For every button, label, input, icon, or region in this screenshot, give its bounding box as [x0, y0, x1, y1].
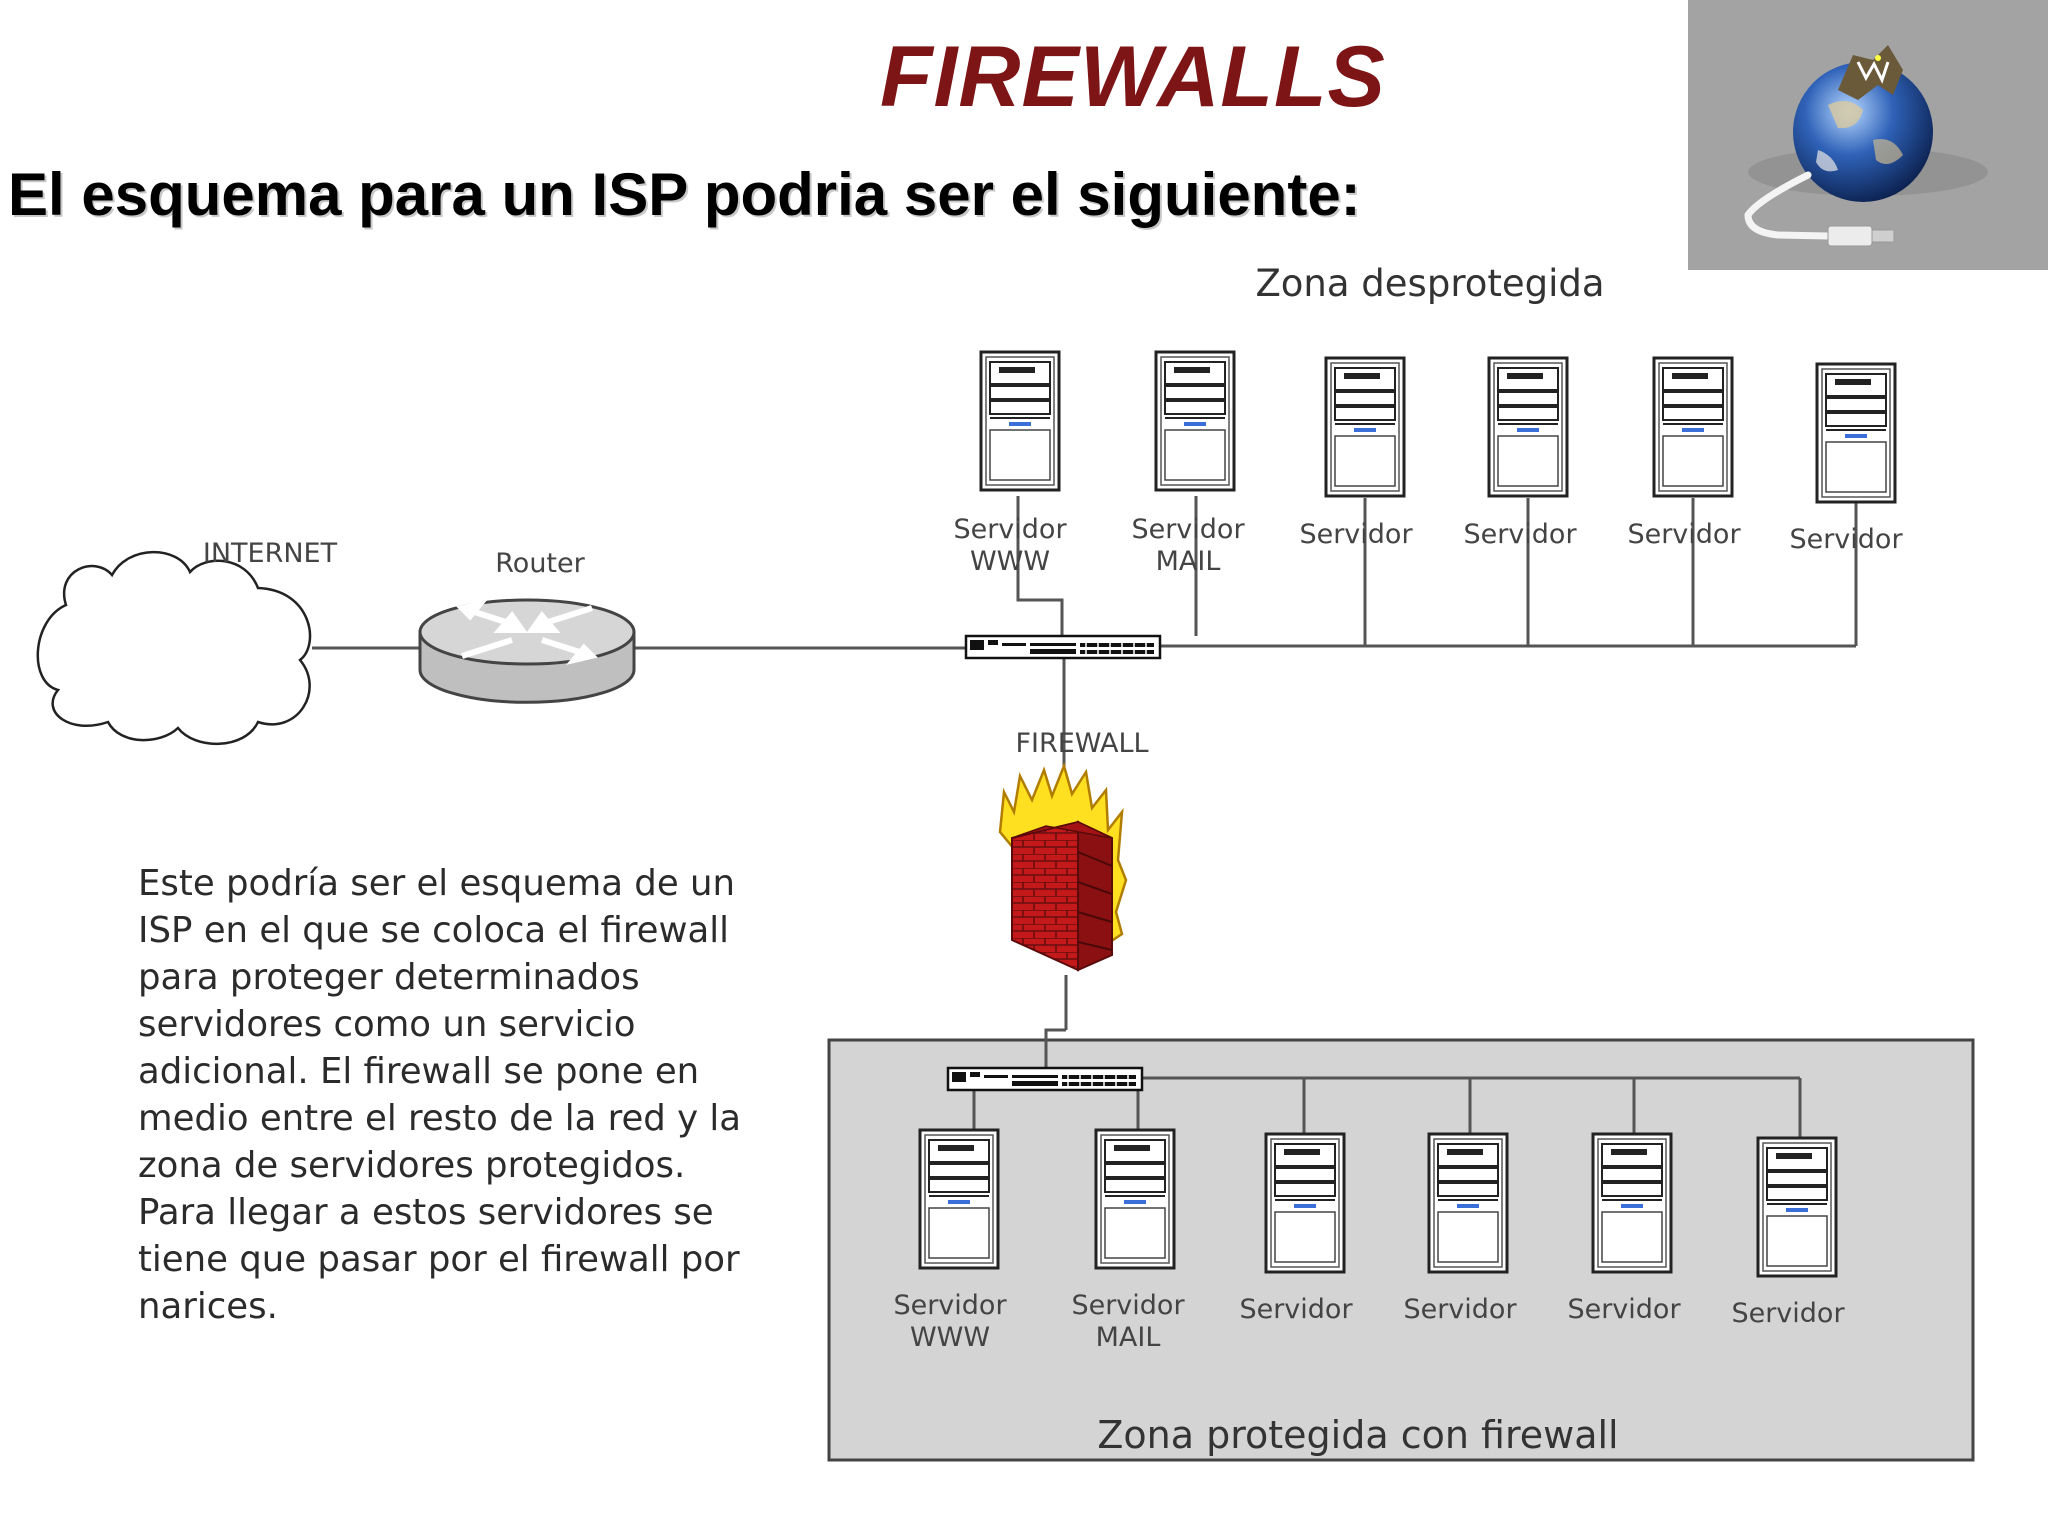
server-icon	[1264, 1132, 1346, 1274]
server-icon	[1487, 356, 1569, 498]
server-label: Servidor	[1463, 519, 1577, 550]
server-label: Servidor	[1403, 1294, 1517, 1325]
server-label: Servidor	[1567, 1294, 1681, 1325]
server-sublabel: MAIL	[1096, 1322, 1161, 1353]
unprotected-zone-label: Zona desprotegida	[1255, 262, 1604, 305]
slide-title: FIREWALLS	[880, 29, 1386, 125]
server-sublabel: MAIL	[1156, 546, 1221, 577]
server-sublabel: WWW	[970, 546, 1050, 577]
server-icon	[1154, 350, 1236, 492]
bottom-switch-icon	[946, 1066, 1144, 1092]
server-icon	[1652, 356, 1734, 498]
slide-subtitle: El esquema para un ISP podria ser el sig…	[8, 161, 1361, 228]
internet-cloud-icon	[36, 550, 312, 746]
server-icon	[1591, 1132, 1673, 1274]
server-label: Servidor	[1131, 514, 1245, 545]
server-label: Servidor	[1789, 524, 1903, 555]
firewall-label: FIREWALL	[1015, 728, 1148, 759]
server-label: Servidor	[1731, 1298, 1845, 1329]
server-label: Servidor	[1299, 519, 1413, 550]
server-icon	[1427, 1132, 1509, 1274]
router-label: Router	[495, 548, 585, 579]
server-label: Servidor	[1071, 1290, 1185, 1321]
server-sublabel: WWW	[910, 1322, 990, 1353]
server-icon	[1324, 356, 1406, 498]
server-icon	[1815, 362, 1897, 504]
server-label: Servidor	[1627, 519, 1741, 550]
router-icon	[418, 598, 636, 704]
server-icon	[1756, 1136, 1838, 1278]
internet-label: INTERNET	[203, 538, 338, 569]
logo	[1688, 0, 2048, 270]
unprotected-server-labels: Servidor WWW Servidor MAIL Servidor Serv…	[953, 514, 1903, 577]
server-label: Servidor	[953, 514, 1067, 545]
protected-zone-label: Zona protegida con firewall	[1097, 1413, 1618, 1457]
server-icon	[1094, 1128, 1176, 1270]
globe-with-dinosaur-and-usb-cable-icon	[1744, 45, 1988, 247]
server-label: Servidor	[893, 1290, 1007, 1321]
protected-server-labels: Servidor WWW Servidor MAIL Servidor Serv…	[893, 1290, 1845, 1353]
firewall-icon	[998, 762, 1128, 972]
top-switch-icon	[964, 634, 1162, 660]
description-text: Este podría ser el esquema de un ISP en …	[138, 863, 742, 1327]
server-label: Servidor	[1239, 1294, 1353, 1325]
server-icon	[918, 1128, 1000, 1270]
server-icon	[979, 350, 1061, 492]
